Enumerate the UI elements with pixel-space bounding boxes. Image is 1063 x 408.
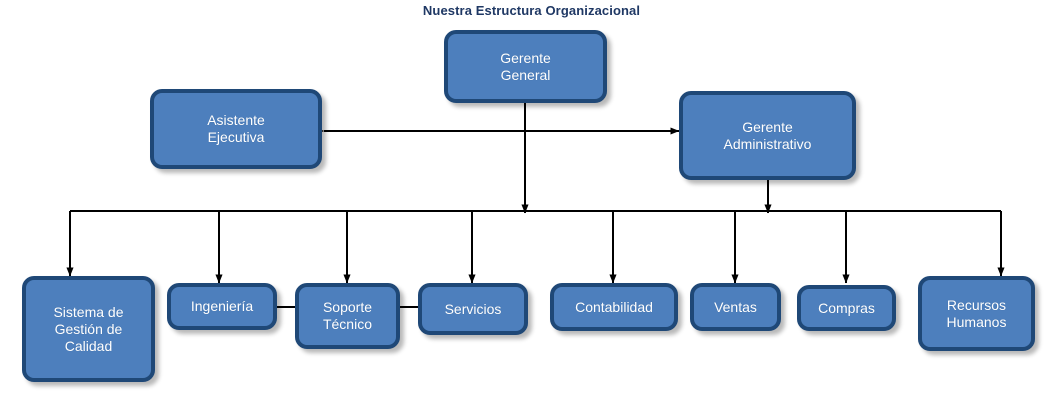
node-label: Gerente General — [500, 49, 551, 83]
node-label: Contabilidad — [575, 298, 653, 315]
node-asistente-ejecutiva[interactable]: Asistente Ejecutiva — [150, 89, 322, 169]
node-label: Recursos Humanos — [946, 296, 1007, 330]
node-label: Soporte Técnico — [322, 299, 373, 332]
node-sistema-gestion-calidad[interactable]: Sistema de Gestión de Calidad — [22, 276, 155, 382]
node-soporte-tecnico[interactable]: Soporte Técnico — [295, 283, 400, 349]
node-ingenieria[interactable]: Ingeniería — [167, 283, 277, 330]
node-ventas[interactable]: Ventas — [690, 283, 781, 331]
node-compras[interactable]: Compras — [797, 285, 896, 331]
node-label: Servicios — [444, 300, 502, 317]
node-contabilidad[interactable]: Contabilidad — [550, 283, 678, 331]
node-label: Ventas — [714, 298, 757, 315]
node-label: Ingeniería — [190, 298, 254, 314]
node-label: Asistente Ejecutiva — [207, 112, 265, 145]
node-servicios[interactable]: Servicios — [418, 283, 528, 335]
node-gerente-administrativo[interactable]: Gerente Administrativo — [679, 91, 856, 180]
node-label: Gerente Administrativo — [723, 118, 812, 152]
chart-title: Nuestra Estructura Organizacional — [422, 3, 641, 18]
node-gerente-general[interactable]: Gerente General — [444, 30, 607, 103]
node-label: Sistema de Gestión de Calidad — [53, 303, 124, 354]
node-recursos-humanos[interactable]: Recursos Humanos — [918, 276, 1035, 351]
node-label: Compras — [818, 299, 875, 316]
